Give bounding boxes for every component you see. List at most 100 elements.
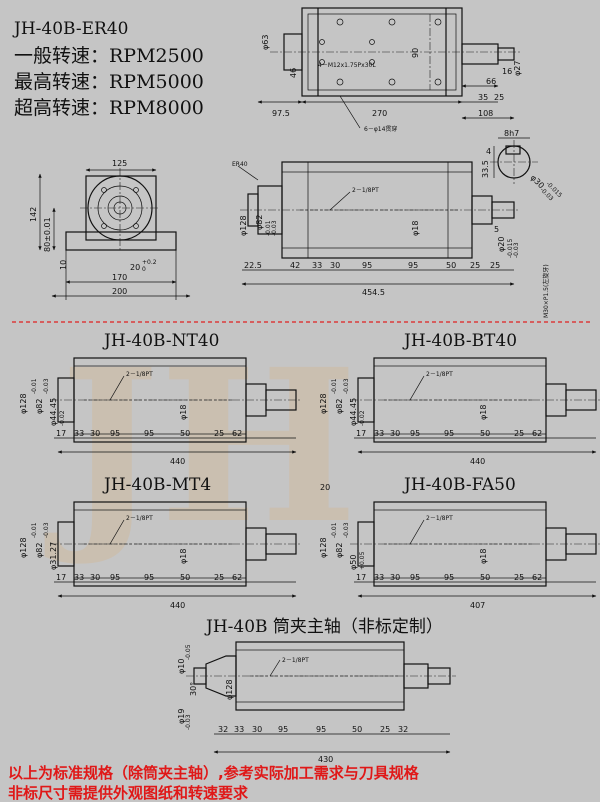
variant-dim: 25 (514, 429, 524, 438)
side-dim-95b: 95 (408, 261, 418, 270)
collet-phi10: φ10 (177, 659, 186, 674)
variant-pt: 2－1/8PT (126, 515, 153, 522)
variant-dim: 62 (232, 573, 242, 582)
side-dim-5: 5 (494, 225, 499, 234)
key-detail (490, 137, 538, 184)
collet-phi19: φ19 (177, 709, 186, 724)
variant-tol2: -0.03 (43, 378, 50, 394)
variant-total: 440 (170, 601, 185, 610)
variant-dim: 30 (390, 429, 400, 438)
collet-phi128: φ128 (225, 679, 234, 700)
side-phi82-tol-dn: -0.03 (271, 220, 278, 236)
variant-tol1: -0.01 (31, 378, 38, 394)
variant-dim: 30 (390, 573, 400, 582)
variant-bore-tol: -0.02 (59, 410, 66, 426)
side-phi18: φ18 (411, 221, 420, 236)
variant-dim: 95 (110, 429, 120, 438)
variant-total: 440 (470, 457, 485, 466)
variant-bore-dia: φ44.45 (49, 398, 58, 426)
variant-tol1: -0.01 (31, 522, 38, 538)
collet-pt-note: 2－1/8PT (282, 657, 309, 664)
variant-bore-tol: +0.05 (359, 551, 366, 570)
variant-dim: 17 (56, 573, 66, 582)
dim-4: 4 (486, 147, 491, 156)
variant-dim: 95 (410, 573, 420, 582)
dim-20-tol-dn: 0 (142, 266, 146, 273)
variant-dim: 95 (444, 573, 454, 582)
dim-270: 270 (372, 109, 387, 118)
dim-20: 20 (130, 263, 140, 272)
variant-dim: 95 (144, 429, 154, 438)
variant-dim: 30 (90, 429, 100, 438)
side-dim-25b: 25 (490, 261, 500, 270)
variant-phi18: φ18 (179, 405, 188, 420)
end-view (38, 168, 191, 300)
variant-leader (409, 519, 425, 545)
dim-142: 142 (29, 207, 38, 222)
variant-leader (109, 519, 125, 545)
footer-line-2: 非标尺寸需提供外观图纸和转速要求 (8, 784, 249, 802)
variant-phi128: φ128 (319, 393, 328, 414)
collet-dim: 95 (278, 725, 288, 734)
variant-dim: 17 (356, 429, 366, 438)
side-phi20-tol-dn: -0.03 (513, 242, 520, 258)
dim-33-5: 33.5 (481, 160, 490, 178)
variant-dim: 95 (110, 573, 120, 582)
variant-dim: 95 (444, 429, 454, 438)
dim-97-5: 97.5 (272, 109, 290, 118)
variant-dim: 62 (532, 429, 542, 438)
dim-200: 200 (112, 287, 127, 296)
variant-tol2: -0.03 (343, 522, 350, 538)
variant-dim: 50 (180, 573, 190, 582)
side-view (237, 161, 520, 286)
variant-dim: 25 (214, 573, 224, 582)
variant-bore-dia: φ44.45 (349, 398, 358, 426)
side-phi20-tol-up: -0.015 (507, 238, 514, 258)
collet-dim: 30 (252, 725, 262, 734)
variant-phi18: φ18 (479, 549, 488, 564)
collet-title: JH-40B 筒夹主轴（非标定制） (204, 617, 443, 637)
side-phi82: φ82 (255, 215, 264, 230)
watermark-text: JH (44, 323, 358, 570)
variant-tol1: -0.01 (331, 522, 338, 538)
variant-dim: 33 (74, 573, 84, 582)
variant-dim: 50 (480, 429, 490, 438)
side-dim-33: 33 (312, 261, 322, 270)
footer-line-1: 以上为标准规格（除筒夹主轴）,参考实际加工需求与刀具规格 (8, 764, 420, 782)
variant-dim: 62 (532, 573, 542, 582)
thread-note: 4－M12x1.75Px30L (318, 62, 376, 69)
variant-phi128: φ128 (19, 537, 28, 558)
dim-170: 170 (112, 273, 127, 282)
er40-label: ER40 (232, 161, 248, 168)
variant-title: JH-40B-MT4 (102, 475, 211, 495)
variant-bore-dia: φ31.27 (49, 542, 58, 570)
variant-phi128: φ128 (319, 537, 328, 558)
variant-dim: 17 (356, 573, 366, 582)
variant-dim: 95 (144, 573, 154, 582)
variant-title: JH-40B-NT40 (102, 331, 219, 351)
variant-dim: 50 (180, 429, 190, 438)
collet-view (186, 641, 456, 754)
variant-bore-dia: φ50 (349, 555, 358, 570)
variant-dim: 95 (410, 429, 420, 438)
variant-dim: 25 (514, 573, 524, 582)
collet-total: 430 (318, 755, 333, 764)
variant-dim: 25 (214, 429, 224, 438)
dim-8h7: 8h7 (504, 129, 519, 138)
side-m30-note: M30×P1.5(左旋牙) (542, 264, 550, 318)
dim-66: 66 (486, 77, 496, 86)
dim-phi63: φ63 (261, 35, 270, 50)
spec-line-ultra: 超高转速：RPM8000 (14, 97, 204, 119)
main-top-view (257, 7, 520, 129)
side-phi128: φ128 (239, 215, 248, 236)
variant-total: 407 (470, 601, 485, 610)
variant-bore-tol: -0.02 (359, 410, 366, 426)
model-title: JH-40B-ER40 (12, 19, 128, 39)
dim-20-tol-up: +0.2 (142, 259, 157, 266)
dim-90: 90 (411, 48, 420, 58)
variant-total: 440 (170, 457, 185, 466)
